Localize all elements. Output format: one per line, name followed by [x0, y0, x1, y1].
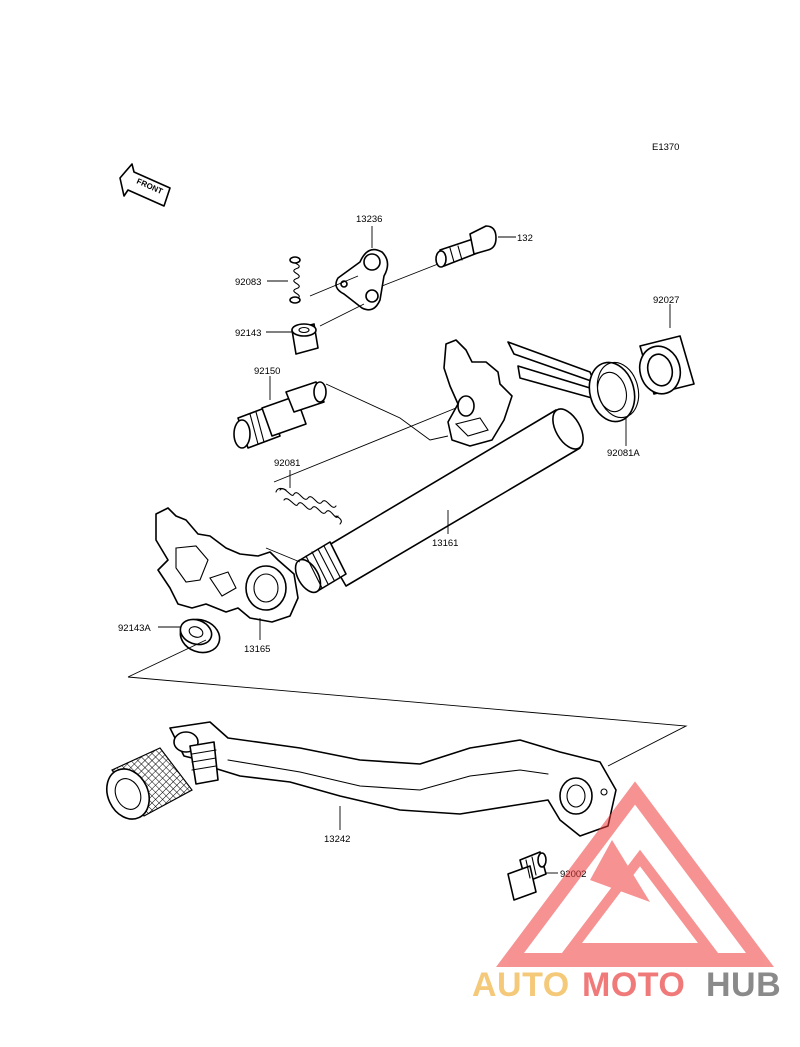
leader-92143-b: [319, 303, 365, 327]
label-92027: 92027: [653, 295, 679, 306]
diagram-code: E1370: [652, 142, 679, 153]
watermark-logo-icon: [496, 781, 774, 967]
watermark-auto: AUTO: [472, 966, 570, 1004]
part-13165-plate: [155, 507, 299, 623]
label-92150: 92150: [254, 366, 280, 377]
label-92081: 92081: [274, 458, 300, 469]
part-13161-shaft: [294, 408, 584, 594]
leader-132-b: [381, 263, 439, 287]
label-92143: 92143: [235, 328, 261, 339]
front-arrow-icon: FRONT: [119, 163, 171, 207]
label-13242: 13242: [324, 834, 350, 845]
watermark-text: AUTO MOTO HUB: [472, 966, 781, 1004]
watermark-moto: MOTO: [582, 966, 685, 1004]
part-92081a-spring: [507, 341, 640, 423]
label-92083: 92083: [235, 277, 261, 288]
leader-13161-b: [265, 547, 301, 563]
label-13161: 13161: [432, 538, 458, 549]
part-92027-bushing: [638, 335, 695, 395]
label-13236: 13236: [356, 214, 382, 225]
part-13242-pedal: [106, 721, 617, 837]
watermark-hub: HUB: [706, 966, 781, 1004]
part-92143-collar: [291, 323, 319, 355]
part-92081-spring: [275, 487, 342, 525]
leader-92081-b: [273, 407, 457, 483]
frame-line-top: [127, 639, 207, 678]
part-92002-bolt: [507, 851, 547, 901]
label-92143a: 92143A: [118, 623, 151, 634]
label-92081a: 92081A: [607, 448, 640, 459]
part-13236-plate: [335, 248, 389, 311]
part-shift-arm-upper: [443, 339, 513, 447]
leader-92150-b: [325, 383, 449, 441]
part-132-bolt: [435, 225, 497, 268]
part-92143a-washer: [179, 618, 221, 654]
label-13165: 13165: [244, 644, 270, 655]
part-92083-spring: [289, 256, 301, 304]
label-132: 132: [517, 233, 533, 244]
part-92150-pin: [233, 381, 327, 449]
leader-92083-b: [309, 275, 359, 297]
frame-line-bottom: [127, 676, 688, 767]
